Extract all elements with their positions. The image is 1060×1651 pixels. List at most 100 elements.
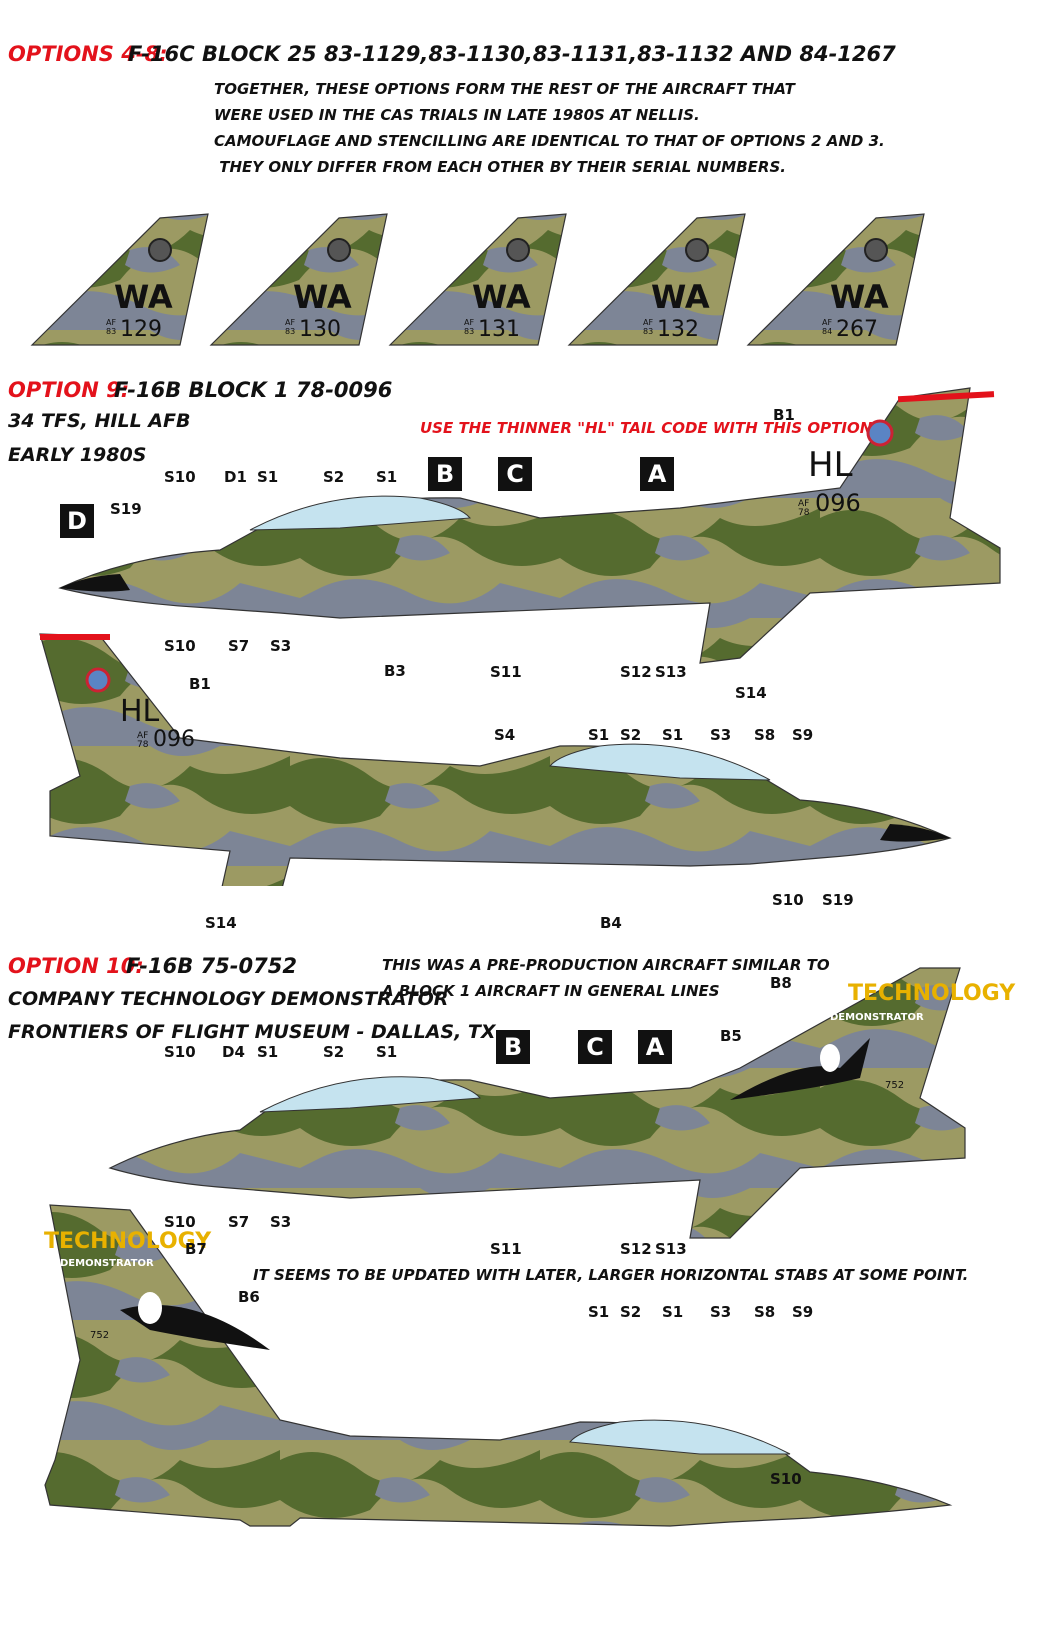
callout-s4: S4 bbox=[494, 726, 516, 744]
options4-8-notes: TOGETHER, THESE OPTIONS FORM THE REST OF… bbox=[214, 76, 885, 180]
tail-af: AF bbox=[464, 318, 474, 327]
callout-b1: B1 bbox=[189, 675, 211, 693]
option9-era: EARLY 1980S bbox=[8, 444, 147, 466]
tac-badge-icon bbox=[866, 419, 894, 447]
option10-note-line3: IT SEEMS TO BE UPDATED WITH LATER, LARGE… bbox=[253, 1266, 969, 1284]
eagle-icon bbox=[730, 1038, 870, 1100]
option10-label: OPTION 10: bbox=[8, 954, 144, 978]
callout-b1: B1 bbox=[773, 406, 795, 424]
tail-word-demonstrator: DEMONSTRATOR bbox=[830, 1012, 924, 1023]
section-d-box: D bbox=[60, 504, 94, 538]
callout-s1: S1 bbox=[662, 1303, 684, 1321]
callout-d1: D1 bbox=[224, 468, 247, 486]
callout-s3: S3 bbox=[710, 726, 732, 744]
options4-8-title: F-16C BLOCK 25 83-1129,83-1130,83-1131,8… bbox=[128, 42, 896, 66]
callout-s14: S14 bbox=[205, 914, 237, 932]
callout-b3: B3 bbox=[384, 662, 406, 680]
tail-code: HL bbox=[120, 694, 160, 729]
option10-left-profile: TECHNOLOGY DEMONSTRATOR 752 bbox=[108, 967, 1016, 1239]
tail-word-technology: TECHNOLOGY bbox=[44, 1229, 212, 1254]
callout-b5: B5 bbox=[720, 1027, 742, 1045]
note-line: TOGETHER, THESE OPTIONS FORM THE REST OF… bbox=[214, 80, 795, 98]
tail-code: HL bbox=[808, 445, 853, 485]
option10-museum: FRONTIERS OF FLIGHT MUSEUM - DALLAS, TX bbox=[8, 1021, 496, 1043]
eagle-icon bbox=[120, 1292, 270, 1350]
tac-badge-icon bbox=[685, 238, 709, 262]
callout-s19: S19 bbox=[822, 891, 854, 909]
note-line: CAMOUFLAGE AND STENCILLING ARE IDENTICAL… bbox=[214, 132, 885, 150]
tail-serial: 132 bbox=[657, 317, 699, 342]
tac-badge-icon bbox=[506, 238, 530, 262]
section-a-box: A bbox=[640, 457, 674, 491]
tail-year: 78 bbox=[798, 508, 810, 518]
callout-s10: S10 bbox=[164, 1043, 196, 1061]
callout-s7: S7 bbox=[228, 637, 250, 655]
tail-year: 84 bbox=[822, 327, 832, 336]
callout-s14: S14 bbox=[735, 684, 767, 702]
callout-s2: S2 bbox=[323, 1043, 345, 1061]
callout-s2: S2 bbox=[323, 468, 345, 486]
option10-right-profile: TECHNOLOGY DEMONSTRATOR 752 bbox=[44, 1204, 953, 1527]
tail-word-technology: TECHNOLOGY bbox=[848, 981, 1016, 1006]
tail-code: WA bbox=[293, 278, 352, 316]
callout-s11: S11 bbox=[490, 663, 522, 681]
tail-year: 78 bbox=[137, 740, 149, 750]
tac-badge-icon bbox=[85, 667, 111, 693]
tac-badge-icon bbox=[864, 238, 888, 262]
note-line: WERE USED IN THE CAS TRIALS IN LATE 1980… bbox=[214, 106, 700, 124]
tac-badge-icon bbox=[327, 238, 351, 262]
tac-badge-icon bbox=[148, 238, 172, 262]
callout-s10: S10 bbox=[772, 891, 804, 909]
tail-serial: 267 bbox=[836, 317, 878, 342]
tail-serial: 752 bbox=[885, 1080, 904, 1091]
callout-s9: S9 bbox=[792, 726, 814, 744]
callout-s2: S2 bbox=[620, 726, 642, 744]
callout-d4: D4 bbox=[222, 1043, 245, 1061]
tail-code: WA bbox=[830, 278, 889, 316]
callout-b8: B8 bbox=[770, 974, 792, 992]
tail-year: 83 bbox=[106, 327, 116, 336]
callout-s1: S1 bbox=[662, 726, 684, 744]
callout-s10: S10 bbox=[770, 1470, 802, 1488]
option10-note-line1: THIS WAS A PRE-PRODUCTION AIRCRAFT SIMIL… bbox=[382, 956, 830, 974]
options4-8-label: OPTIONS 4-8: bbox=[8, 42, 168, 66]
tail-code: WA bbox=[472, 278, 531, 316]
option9-unit: 34 TFS, HILL AFB bbox=[8, 410, 191, 432]
tail-serial: 096 bbox=[153, 727, 195, 752]
section-c-box: C bbox=[498, 457, 532, 491]
callout-s8: S8 bbox=[754, 1303, 776, 1321]
callout-s1: S1 bbox=[257, 1043, 279, 1061]
option9-red-note: USE THE THINNER "HL" TAIL CODE WITH THIS… bbox=[420, 419, 873, 437]
callout-s10: S10 bbox=[164, 468, 196, 486]
option9-left-profile: HL AF 78 096 bbox=[58, 387, 1001, 664]
tail-serial: 752 bbox=[90, 1330, 109, 1341]
callout-s12: S12 bbox=[620, 1240, 652, 1258]
note-line: THEY ONLY DIFFER FROM EACH OTHER BY THEI… bbox=[214, 158, 786, 176]
callout-s13: S13 bbox=[655, 663, 687, 681]
tail-serial: 130 bbox=[299, 317, 341, 342]
callout-s1: S1 bbox=[376, 468, 398, 486]
callout-s2: S2 bbox=[620, 1303, 642, 1321]
option10-note-line2: A BLOCK 1 AIRCRAFT IN GENERAL LINES bbox=[382, 982, 720, 1000]
callout-s8: S8 bbox=[754, 726, 776, 744]
tail-serial: 129 bbox=[120, 317, 162, 342]
callout-s19: S19 bbox=[110, 500, 142, 518]
tail-af: AF bbox=[643, 318, 653, 327]
callout-s11: S11 bbox=[490, 1240, 522, 1258]
tail-code: WA bbox=[114, 278, 173, 316]
callout-s1: S1 bbox=[257, 468, 279, 486]
callout-s3: S3 bbox=[710, 1303, 732, 1321]
tail-year: 83 bbox=[464, 327, 474, 336]
callout-s12: S12 bbox=[620, 663, 652, 681]
option10-role: COMPANY TECHNOLOGY DEMONSTRATOR bbox=[8, 988, 449, 1010]
tail-af: AF bbox=[285, 318, 295, 327]
option9-title: F-16B BLOCK 1 78-0096 bbox=[114, 378, 393, 402]
callout-s1: S1 bbox=[588, 726, 610, 744]
tail-year: 83 bbox=[285, 327, 295, 336]
callout-b4: B4 bbox=[600, 914, 622, 932]
callout-s1: S1 bbox=[376, 1043, 398, 1061]
tail-serial: 131 bbox=[478, 317, 520, 342]
